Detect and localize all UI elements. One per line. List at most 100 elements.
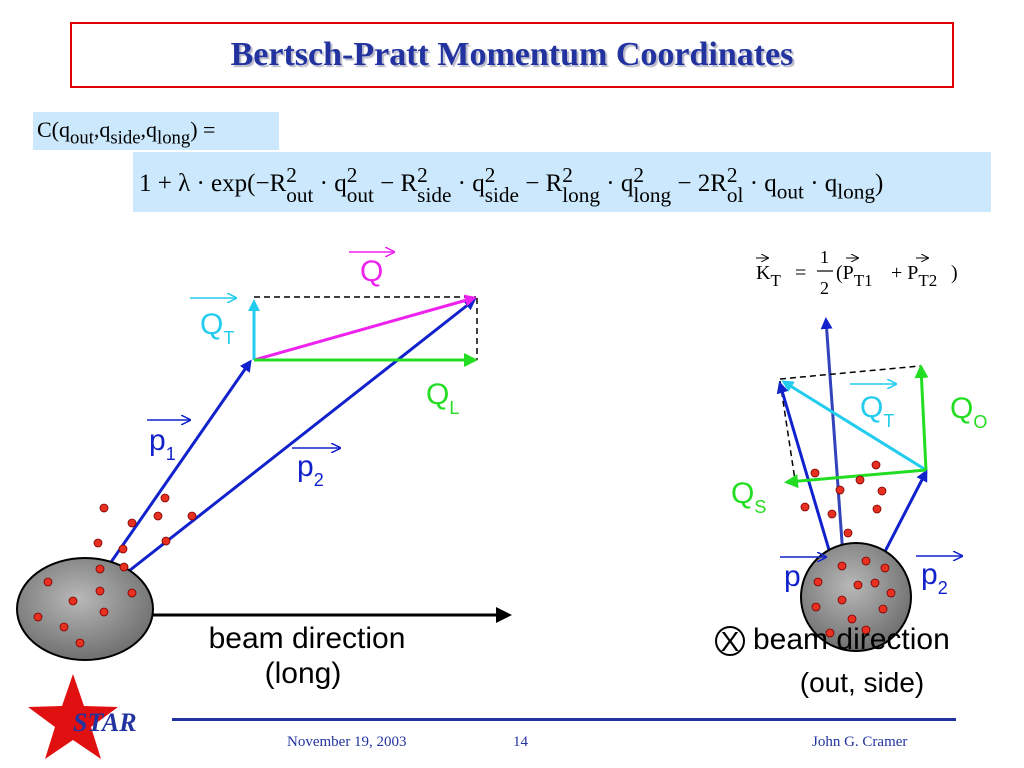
particle-dot — [877, 486, 887, 496]
eq-sub: side — [417, 183, 452, 208]
eq-text: ) = — [190, 117, 216, 142]
ql-label: QL — [426, 378, 459, 418]
particle-dot — [847, 614, 857, 624]
particle-dot — [59, 622, 69, 632]
particle-dot — [68, 596, 78, 606]
particle-dots — [93, 493, 197, 554]
particle-dot — [800, 502, 810, 512]
particle-dot — [811, 602, 821, 612]
qt-label: QT — [200, 308, 234, 348]
beam-direction-sublabel: (out, side) — [800, 667, 925, 698]
p1-arrow — [98, 359, 252, 579]
star-logo-text: STAR — [73, 708, 137, 737]
kt-close: ) — [951, 262, 958, 284]
qo-label: QO — [950, 392, 987, 432]
particle-dot — [118, 544, 128, 554]
particle-dot — [95, 564, 105, 574]
particle-dot — [187, 511, 197, 521]
q-label: Q — [360, 255, 383, 288]
particle-dot — [871, 460, 881, 470]
star-icon — [28, 674, 118, 759]
dashed-line — [779, 365, 921, 380]
qt-arrow — [781, 380, 927, 472]
particle-dot — [872, 504, 882, 514]
kt-equals: = — [795, 262, 806, 284]
right-diagram: KT = 1 2 (PT1 + PT2 ) — [715, 247, 987, 698]
kt-p2: + PT2 — [891, 262, 937, 290]
eq-text: C(q — [37, 117, 70, 142]
particle-dot — [127, 588, 137, 598]
equation-lhs: C(qout,qside,qlong) = — [33, 112, 279, 150]
particle-dot — [855, 475, 865, 485]
particle-dot — [33, 612, 43, 622]
eq-text: · q — [600, 170, 634, 197]
eq-text: 1 + λ · exp(−R — [139, 170, 287, 197]
eq-sub: long — [633, 183, 672, 208]
q-arrow — [253, 294, 477, 362]
eq-sub: ol — [726, 183, 744, 208]
qs-arrow — [784, 468, 927, 489]
particle-dot — [870, 578, 880, 588]
eq-sup: 2 — [562, 163, 573, 188]
eq-text: ,q — [140, 117, 158, 142]
particle-dot — [880, 563, 890, 573]
eq-sub: out — [70, 127, 94, 149]
particle-dot — [861, 625, 871, 635]
star-logo: STAR — [28, 674, 137, 759]
title-box: Bertsch-Pratt Momentum Coordinates — [70, 22, 954, 88]
eq-sup: 2 — [346, 163, 358, 188]
particle-dot — [99, 503, 109, 513]
eq-sub: out — [286, 183, 314, 208]
particle-dot — [837, 561, 847, 571]
kt-arrow — [820, 317, 846, 571]
qo-arrow — [914, 364, 929, 471]
eq-text: · q — [743, 170, 777, 197]
particle-dot — [837, 595, 847, 605]
particle-dot — [153, 511, 163, 521]
particle-dot — [843, 528, 853, 538]
eq-text: − R — [518, 170, 563, 197]
particle-dot — [43, 577, 53, 587]
eq-sub: long — [837, 179, 876, 204]
qt-label: QT — [860, 391, 894, 431]
eq-sup: 2 — [417, 163, 428, 188]
eq-text: − R — [373, 170, 418, 197]
p1-label: p — [784, 560, 801, 593]
qs-label: QS — [731, 477, 766, 517]
particle-dot — [825, 628, 835, 638]
into-page-x: X — [721, 626, 740, 657]
beam-direction-label: beam direction — [753, 623, 950, 656]
beam-direction-label: beam direction — [209, 622, 406, 655]
particle-dot — [99, 607, 109, 617]
footer-author: John G. Cramer — [812, 734, 908, 750]
eq-text: ,q — [93, 117, 111, 142]
slide-title: Bertsch-Pratt Momentum Coordinates — [230, 36, 794, 73]
particle-dot — [95, 586, 105, 596]
source-region — [16, 557, 154, 661]
eq-sub: side — [110, 127, 141, 149]
p1-arrow — [776, 381, 834, 561]
particle-dot — [861, 556, 871, 566]
p2-label: p2 — [297, 450, 324, 490]
p2-arrow — [119, 298, 477, 580]
particle-dot — [160, 493, 170, 503]
p2-arrow — [876, 469, 928, 566]
beam-direction-sublabel: (long) — [265, 657, 342, 690]
particle-dot — [75, 638, 85, 648]
particle-dots — [800, 460, 887, 538]
eq-sup: 2 — [726, 163, 738, 188]
eq-text: ) — [875, 170, 884, 197]
p2-label: p2 — [921, 558, 948, 598]
particle-dot — [813, 577, 823, 587]
eq-sub: out — [346, 183, 374, 208]
eq-sup: 2 — [286, 163, 297, 188]
into-page-circle — [715, 626, 745, 656]
particle-dot — [127, 518, 137, 528]
